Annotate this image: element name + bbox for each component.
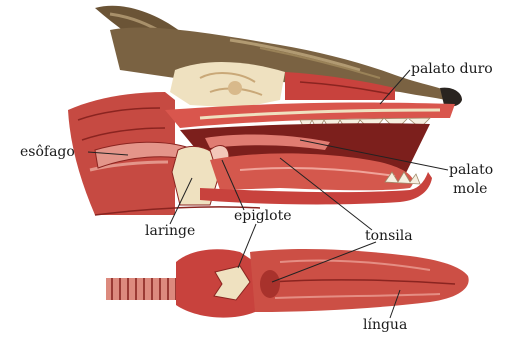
head-fur <box>110 28 458 102</box>
label-palato-mole-line1: palato <box>449 163 493 178</box>
label-lingua: língua <box>363 318 407 333</box>
nose <box>440 88 462 107</box>
label-palato-mole-line2: mole <box>453 182 487 197</box>
label-laringe: laringe <box>145 224 195 239</box>
label-epiglote: epiglote <box>234 209 292 224</box>
label-esofago: esôfago <box>20 145 75 160</box>
label-tonsila: tonsila <box>365 229 413 244</box>
tongue-specimen <box>106 249 469 318</box>
dog-head-section <box>68 6 462 215</box>
skull-section <box>170 62 285 108</box>
label-palato-duro: palato duro <box>411 62 493 77</box>
